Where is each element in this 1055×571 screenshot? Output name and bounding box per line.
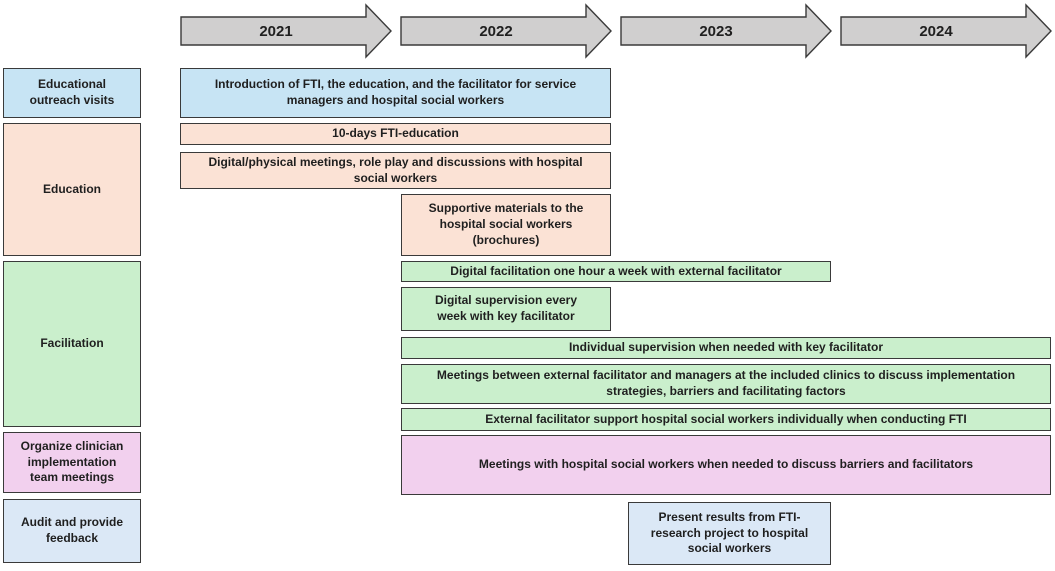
activity-meetings-hospital-social-workers: Meetings with hospital social workers wh… bbox=[401, 435, 1051, 495]
activity-digital-facilitation: Digital facilitation one hour a week wit… bbox=[401, 261, 831, 282]
activity-present-results: Present results from FTI-research projec… bbox=[628, 502, 831, 565]
year-label-2022: 2022 bbox=[479, 22, 513, 40]
activity-introduction-fti: Introduction of FTI, the education, and … bbox=[180, 68, 611, 118]
year-label-2023: 2023 bbox=[699, 22, 733, 40]
activity-individual-supervision: Individual supervision when needed with … bbox=[401, 337, 1051, 359]
year-label-2021: 2021 bbox=[259, 22, 293, 40]
year-arrow-2024 bbox=[840, 3, 1052, 59]
year-arrow-2023 bbox=[620, 3, 832, 59]
category-education: Education bbox=[3, 123, 141, 256]
activity-digital-supervision: Digital supervision every week with key … bbox=[401, 287, 611, 331]
activity-supportive-materials: Supportive materials to the hospital soc… bbox=[401, 194, 611, 256]
category-facilitation: Facilitation bbox=[3, 261, 141, 427]
activity-meetings-external-facilitator: Meetings between external facilitator an… bbox=[401, 364, 1051, 404]
category-educational-outreach: Educational outreach visits bbox=[3, 68, 141, 118]
category-audit-feedback: Audit and provide feedback bbox=[3, 499, 141, 563]
activity-external-facilitator-support: External facilitator support hospital so… bbox=[401, 408, 1051, 431]
year-label-2024: 2024 bbox=[919, 22, 953, 40]
year-arrow-2022 bbox=[400, 3, 612, 59]
year-arrow-2021 bbox=[180, 3, 392, 59]
activity-digital-physical-meetings: Digital/physical meetings, role play and… bbox=[180, 152, 611, 189]
activity-10-days-education: 10-days FTI-education bbox=[180, 123, 611, 145]
category-organize-team-meetings: Organize clinician implementation team m… bbox=[3, 432, 141, 493]
